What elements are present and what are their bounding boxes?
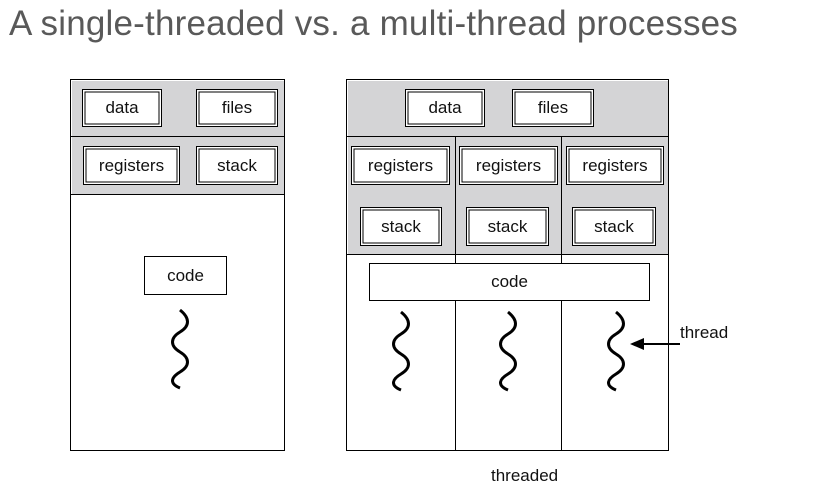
single-files-box: files (196, 89, 278, 127)
single-divider-bottom (70, 194, 285, 195)
multi-data-box: data (405, 89, 485, 127)
thread-arrow-icon (630, 338, 680, 350)
multi-divider-bottom (346, 254, 669, 255)
multi-divider-top (346, 136, 669, 137)
multi-files-box: files (512, 89, 594, 127)
thread-1-stack-box: stack (360, 207, 442, 246)
thread-2-stack-box: stack (466, 207, 549, 246)
thread-2-registers-box: registers (459, 146, 558, 185)
thread-3-stack-box: stack (572, 207, 656, 246)
single-data-box: data (82, 89, 162, 127)
slide-title: A single-threaded vs. a multi-thread pro… (9, 4, 739, 43)
single-code-box: code (144, 256, 227, 295)
thread-3-squiggle-icon (607, 310, 625, 392)
thread-1-squiggle-icon (392, 310, 410, 392)
thread-2-squiggle-icon (499, 310, 517, 392)
single-stack-box: stack (196, 146, 278, 185)
thread-1-registers-box: registers (351, 146, 450, 185)
thread-3-registers-box: registers (566, 146, 664, 185)
single-registers-box: registers (83, 146, 180, 185)
thread-label: thread (680, 323, 729, 342)
single-divider-top (70, 136, 285, 137)
single-thread-squiggle-icon (171, 308, 189, 390)
multi-code-box: code (369, 263, 650, 301)
multi-caption: threaded (491, 466, 559, 485)
